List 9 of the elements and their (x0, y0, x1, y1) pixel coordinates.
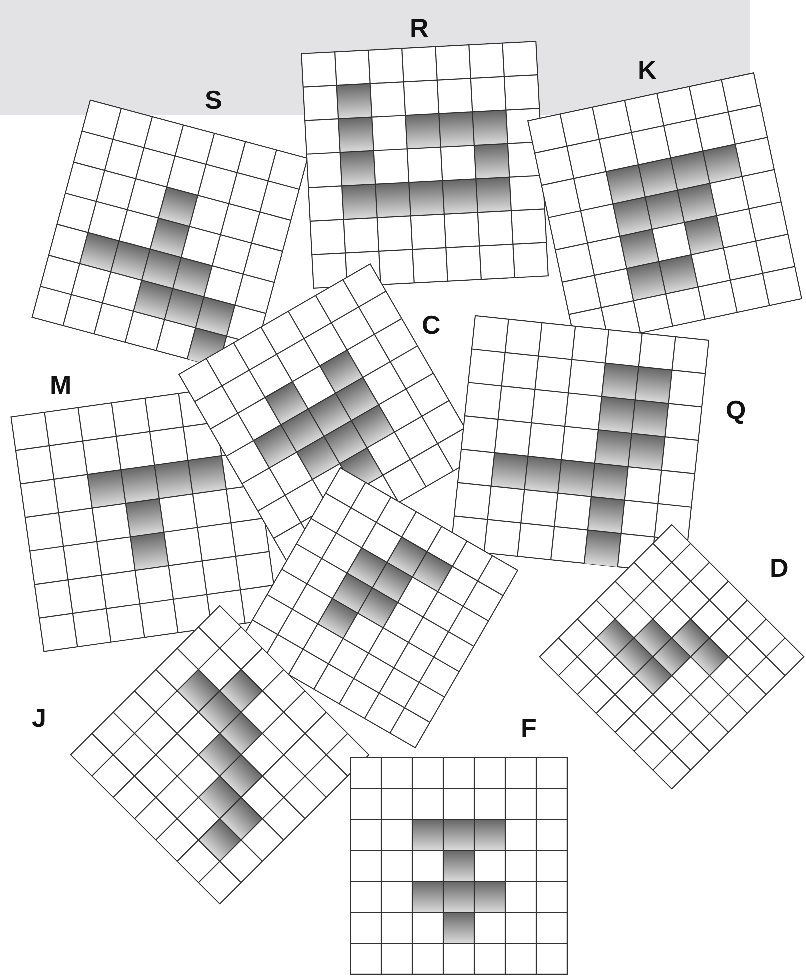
grid-letter: D (770, 554, 789, 582)
grid-letter: J (32, 704, 46, 732)
grid-letter: Q (726, 396, 746, 424)
grid-letter: M (50, 371, 72, 399)
grid-letter: S (205, 86, 222, 114)
grid-letter: C (422, 311, 441, 339)
grid-letter: F (521, 714, 537, 742)
grid-letter: K (638, 56, 657, 84)
grid-letter: R (410, 14, 429, 42)
